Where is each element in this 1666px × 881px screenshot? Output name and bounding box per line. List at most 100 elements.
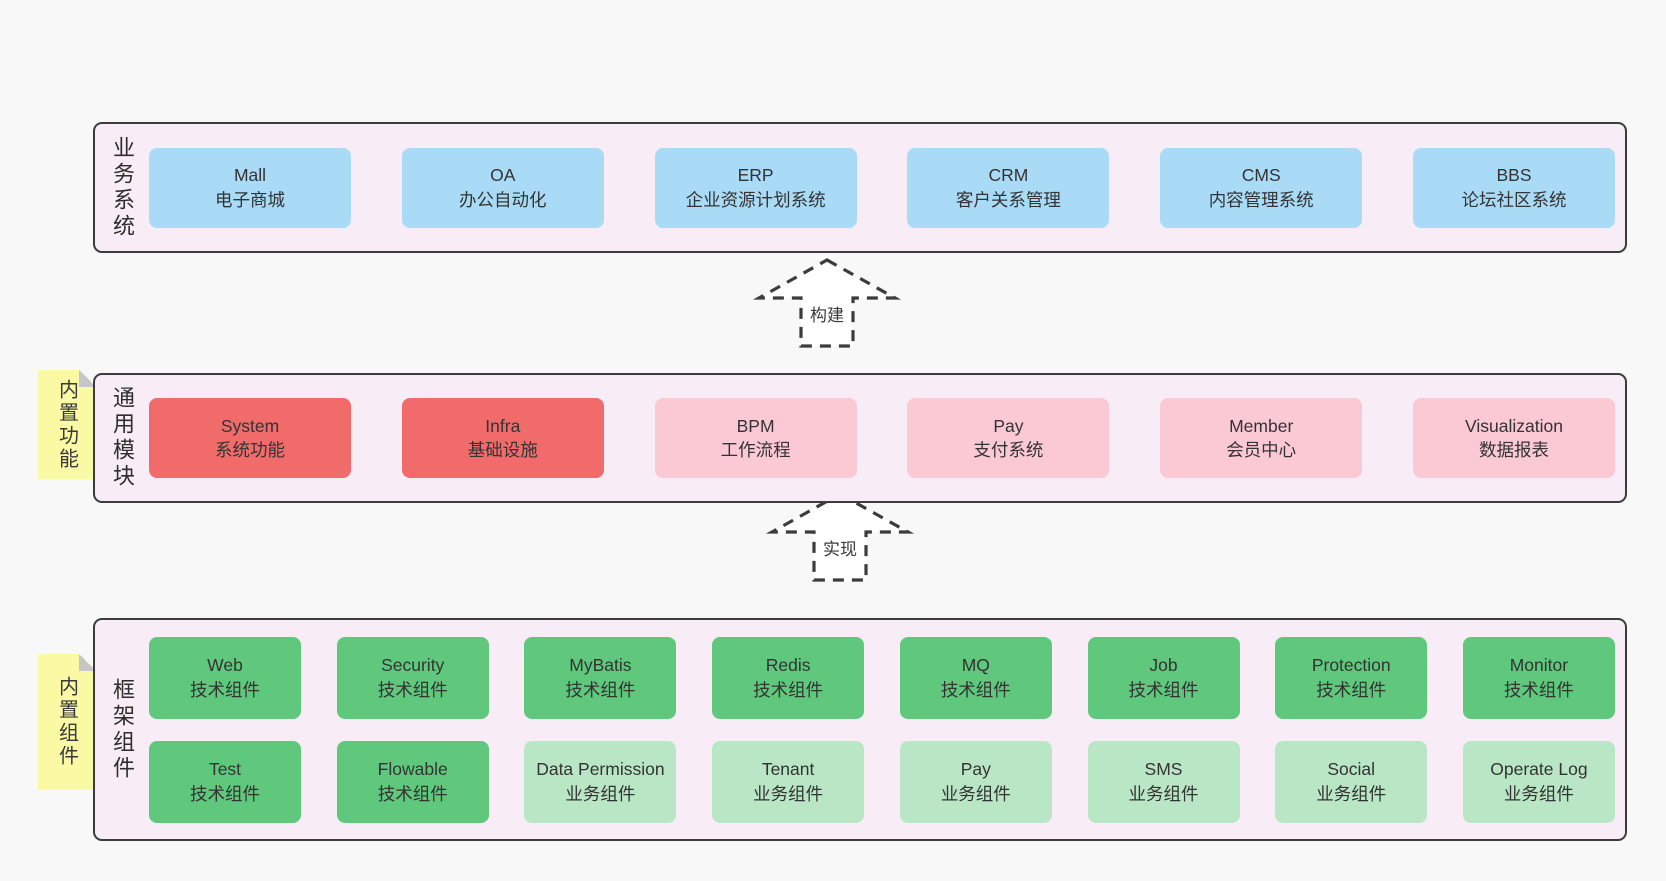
layer-label-framework: 框架组件 [110,677,135,782]
box-name: SMS [1144,759,1183,780]
box-sms: SMS 业务组件 [1087,740,1240,823]
box-flowable: Flowable 技术组件 [336,740,489,823]
layer-label-common: 通用模块 [110,386,135,490]
box-name: Protection [1311,655,1391,676]
box-name: Flowable [377,759,448,780]
box-protection: Protection 技术组件 [1275,636,1428,719]
note-built-in-components: 内置组件 [38,654,96,790]
box-desc: 技术组件 [1316,679,1387,700]
box-name: Data Permission [536,759,665,780]
box-name: MyBatis [569,655,632,676]
box-desc: 企业资源计划系统 [685,189,826,210]
box-name: Mall [233,165,267,186]
box-desc: 基础设施 [467,440,538,460]
framework-row-1: Web 技术组件 Security 技术组件 MyBatis 技术组件 Redi… [149,636,1615,719]
box-bpm: BPM 工作流程 [654,398,857,478]
box-name: BPM [736,415,775,436]
box-desc: 论坛社区系统 [1461,189,1567,210]
framework-row-2: Test 技术组件 Flowable 技术组件 Data Permission … [149,740,1615,823]
box-desc: 支付系统 [973,440,1044,460]
box-desc: 业务组件 [753,783,824,804]
box-mq: MQ 技术组件 [899,636,1052,719]
box-desc: 业务组件 [1128,783,1199,804]
box-system: System 系统功能 [149,398,351,478]
box-desc: 技术组件 [565,679,636,700]
layer-framework-components: 框架组件 Web 技术组件 Security 技术组件 MyBatis 技术组件… [93,618,1627,841]
box-desc: 技术组件 [753,679,824,700]
box-name: Pay [960,759,991,780]
box-desc: 数据报表 [1478,440,1549,460]
box-name: Infra [485,415,521,436]
box-desc: 电子商城 [215,189,285,210]
box-name: Job [1149,655,1178,676]
layer-common-modules: 通用模块 System 系统功能 Infra 基础设施 BPM 工作流程 Pay… [93,373,1627,503]
business-box-row: Mall 电子商城 OA 办公自动化 ERP 企业资源计划系统 CRM 客户关系… [149,124,1625,251]
box-name: Tenant [761,759,815,780]
box-social: Social 业务组件 [1275,740,1428,823]
box-name: Test [208,759,242,780]
box-desc: 技术组件 [1128,679,1199,700]
framework-box-rows: Web 技术组件 Security 技术组件 MyBatis 技术组件 Redi… [149,620,1625,839]
box-name: System [220,415,280,436]
box-desc: 业务组件 [565,783,636,804]
box-test: Test 技术组件 [149,740,301,823]
note-built-in-features: 内置功能 [38,370,96,479]
build-arrow-icon: 构建 [752,258,902,348]
box-name: BBS [1496,165,1532,186]
box-visualization: Visualization 数据报表 [1412,398,1615,478]
box-name: Visualization [1465,415,1563,436]
box-crm: CRM 客户关系管理 [907,147,1110,228]
box-erp: ERP 企业资源计划系统 [654,147,857,228]
box-oa: OA 办公自动化 [401,147,604,228]
box-desc: 办公自动化 [459,189,547,210]
box-mybatis: MyBatis 技术组件 [524,636,677,719]
box-desc: 内容管理系统 [1208,189,1314,210]
box-name: OA [490,165,516,186]
box-desc: 业务组件 [940,783,1011,804]
box-operate-log: Operate Log 业务组件 [1462,740,1615,823]
box-bbs: BBS 论坛社区系统 [1412,147,1615,228]
box-mall: Mall 电子商城 [149,147,351,228]
box-name: Monitor [1509,655,1569,676]
box-name: Pay [993,415,1024,436]
box-security: Security 技术组件 [336,636,489,719]
box-monitor: Monitor 技术组件 [1462,636,1615,719]
box-desc: 技术组件 [1503,679,1574,700]
box-desc: 系统功能 [215,440,285,460]
box-desc: 业务组件 [1503,783,1574,804]
box-cms: CMS 内容管理系统 [1160,147,1363,228]
box-redis: Redis 技术组件 [712,636,865,719]
box-name: CRM [988,165,1029,186]
box-tenant: Tenant 业务组件 [712,740,865,823]
box-job: Job 技术组件 [1087,636,1240,719]
box-desc: 技术组件 [940,679,1011,700]
box-pay-biz: Pay 业务组件 [899,740,1052,823]
box-name: ERP [737,165,774,186]
implement-arrow-icon: 实现 [765,492,915,582]
box-name: CMS [1241,165,1281,186]
box-desc: 技术组件 [190,783,260,804]
box-name: Web [207,655,243,676]
box-name: Social [1327,759,1376,780]
box-name: Security [381,655,445,676]
box-desc: 技术组件 [377,679,448,700]
box-name: Redis [765,655,811,676]
box-data-permission: Data Permission 业务组件 [524,740,677,823]
box-member: Member 会员中心 [1160,398,1363,478]
note-text: 内置组件 [55,676,78,768]
box-desc: 工作流程 [720,440,791,460]
note-text: 内置功能 [55,378,78,471]
box-desc: 业务组件 [1316,783,1387,804]
implement-arrow-label: 实现 [823,540,857,559]
box-name: Operate Log [1490,759,1588,780]
build-arrow-label: 构建 [810,306,844,325]
box-infra: Infra 基础设施 [401,398,604,478]
box-name: Member [1229,415,1294,436]
box-web: Web 技术组件 [149,636,301,719]
layer-label-business: 业务系统 [110,135,135,240]
layer-business-systems: 业务系统 Mall 电子商城 OA 办公自动化 ERP 企业资源计划系统 CRM… [93,122,1627,253]
box-pay: Pay 支付系统 [907,398,1110,478]
box-name: MQ [961,655,990,676]
box-desc: 技术组件 [190,679,260,700]
box-desc: 客户关系管理 [955,189,1061,210]
